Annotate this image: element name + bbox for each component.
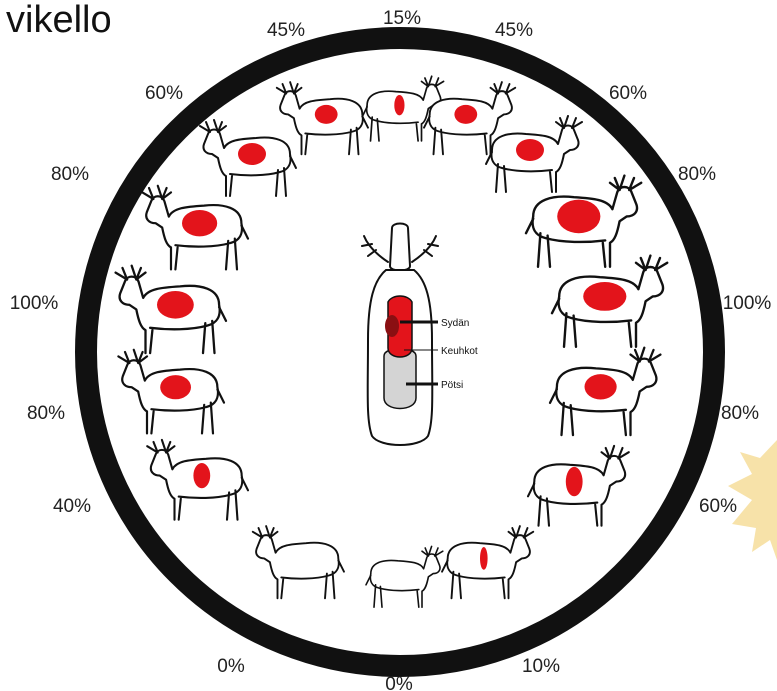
label-bottom-left: 0% [217,656,245,677]
lung-spot [315,105,338,124]
label-upper-left: 60% [145,83,183,104]
lung-spot [480,547,488,570]
moose-figure [366,546,443,607]
lung-spot [454,105,477,124]
moose-figure [116,266,226,353]
moose-figure [552,256,667,347]
label-top-left: 45% [267,20,305,41]
lung-spot [238,143,266,165]
moose-figure [118,350,224,434]
moose-figure [142,186,248,270]
moose-figure [277,82,368,154]
head-outline [390,224,410,271]
lung-spot [193,463,210,488]
top-view-moose [362,224,438,446]
lung-spot [583,282,626,311]
label-bottom-right: 10% [522,656,560,677]
moose-figure [147,440,248,520]
label-lower-right: 60% [699,496,737,517]
label-heart: Sydän [441,318,469,329]
moose-figure [528,446,629,526]
label-top-right: 45% [495,20,533,41]
lung-spot [394,95,404,115]
moose-figure [526,176,641,267]
label-right-mid: 100% [723,293,772,314]
lung-spot [160,375,191,399]
moose-silhouette-icon [442,526,533,598]
moose-silhouette-icon [366,546,443,607]
label-top: 15% [383,8,421,29]
label-lungs: Keuhkot [441,346,478,357]
moose-figure [442,526,533,598]
moose-figure [486,116,582,192]
lung-spot [566,467,583,496]
title: vikello [6,0,112,41]
heart-shape [385,315,399,337]
label-bottom: 0% [385,674,413,691]
lung-spot [182,210,217,236]
label-left-high: 80% [51,164,89,185]
label-right-high: 80% [678,164,716,185]
moose-silhouette-icon [253,526,344,598]
moose-figure [550,348,660,435]
lung-spot [516,139,544,161]
lung-spot [557,200,600,234]
label-left-mid: 100% [10,293,59,314]
label-right-low: 80% [721,403,759,424]
label-lower-left: 40% [53,496,91,517]
label-left-low: 80% [27,403,65,424]
lung-spot [585,374,617,399]
moose-figure [200,120,296,196]
lung-spot [157,291,194,319]
label-rumen: Pötsi [441,380,463,391]
label-upper-right: 60% [609,83,647,104]
moose-figure [253,526,344,598]
